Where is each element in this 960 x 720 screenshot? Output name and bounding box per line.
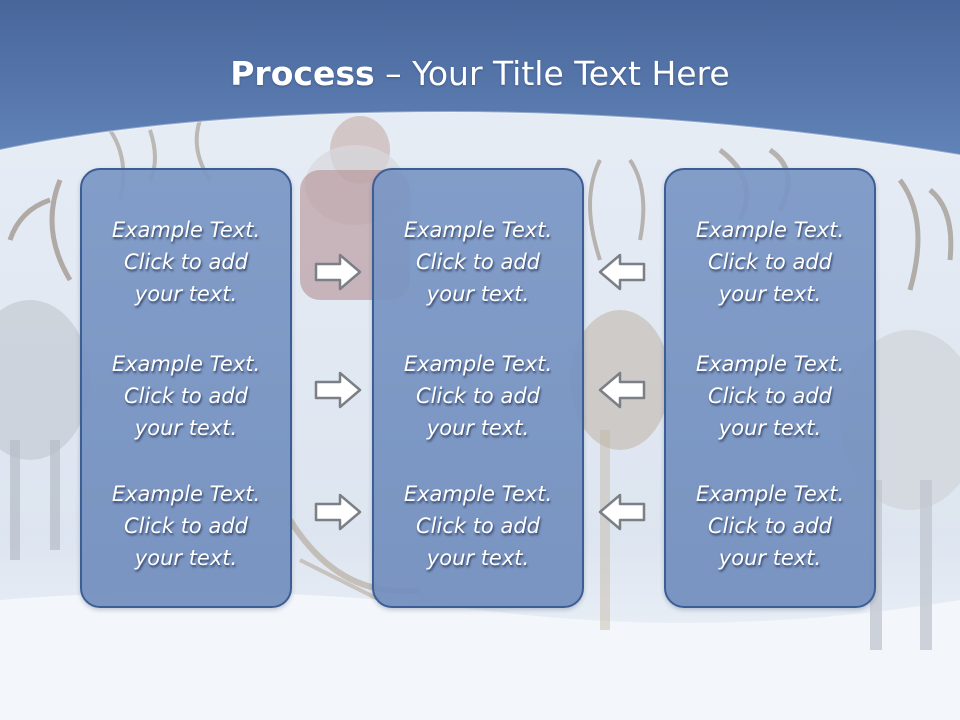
text-line: Example Text. [403,218,553,242]
text-line: Click to add [707,384,832,408]
text-line: Example Text. [111,482,261,506]
text-line: your text. [134,546,238,570]
text-line: your text. [718,416,822,440]
text-panel-left[interactable]: Example Text. Click to add your text. Ex… [80,168,292,608]
text-line: Example Text. [111,218,261,242]
text-block[interactable]: Example Text. Click to add your text. [666,478,874,574]
text-line: Example Text. [111,352,261,376]
text-line: your text. [718,546,822,570]
arrow-right-icon [314,371,362,409]
text-panel-right[interactable]: Example Text. Click to add your text. Ex… [664,168,876,608]
arrow-left-icon [598,493,646,531]
text-panel-center[interactable]: Example Text. Click to add your text. Ex… [372,168,584,608]
text-line: Example Text. [695,482,845,506]
text-line: Click to add [707,250,832,274]
text-block[interactable]: Example Text. Click to add your text. [82,348,290,444]
text-line: Click to add [123,514,248,538]
title-rest: – Your Title Text Here [374,54,730,93]
text-block[interactable]: Example Text. Click to add your text. [374,214,582,310]
text-block[interactable]: Example Text. Click to add your text. [82,214,290,310]
text-line: Click to add [123,384,248,408]
text-block[interactable]: Example Text. Click to add your text. [374,348,582,444]
slide-title: Process – Your Title Text Here [0,52,960,96]
text-block[interactable]: Example Text. Click to add your text. [82,478,290,574]
arrow-right-icon [314,253,362,291]
text-block[interactable]: Example Text. Click to add your text. [666,214,874,310]
text-line: your text. [426,282,530,306]
text-line: your text. [718,282,822,306]
text-line: Example Text. [403,482,553,506]
text-block[interactable]: Example Text. Click to add your text. [666,348,874,444]
arrow-left-icon [598,371,646,409]
text-line: your text. [134,416,238,440]
text-line: Click to add [707,514,832,538]
arrow-right-icon [314,493,362,531]
text-line: Click to add [415,384,540,408]
text-line: Click to add [415,250,540,274]
text-line: your text. [426,416,530,440]
text-line: Example Text. [695,218,845,242]
text-line: Example Text. [695,352,845,376]
text-line: Example Text. [403,352,553,376]
text-block[interactable]: Example Text. Click to add your text. [374,478,582,574]
text-line: Click to add [415,514,540,538]
text-line: Click to add [123,250,248,274]
title-bold: Process [230,54,375,93]
arrow-left-icon [598,253,646,291]
text-line: your text. [426,546,530,570]
header-band [0,0,960,156]
text-line: your text. [134,282,238,306]
